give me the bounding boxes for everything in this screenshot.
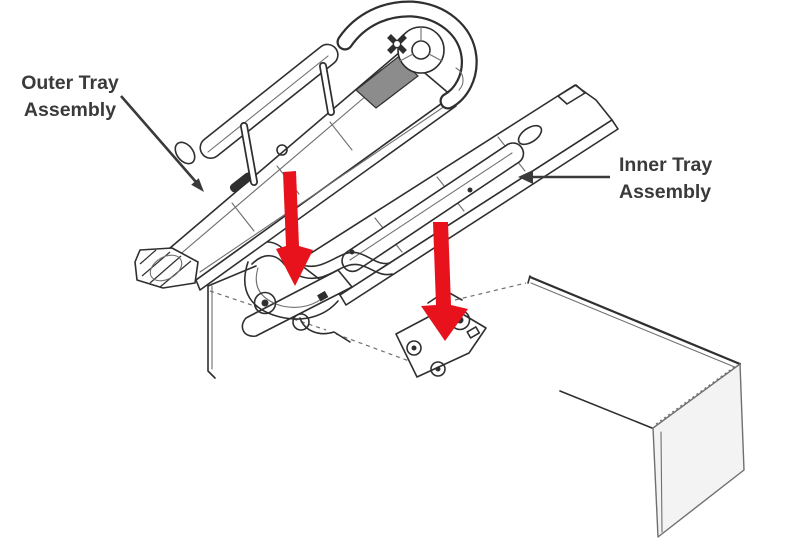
outer-tray-end-cap xyxy=(134,247,199,289)
end-cap-hatch-4 xyxy=(139,249,157,265)
outer-tray-strut-1-face xyxy=(241,123,257,185)
inner-tray-tab xyxy=(557,84,586,105)
chassis-hidden-rim xyxy=(454,282,527,301)
chassis-front-panel xyxy=(652,363,745,538)
cradle-roller-center xyxy=(261,299,269,307)
insertion-arrows xyxy=(276,171,468,341)
inner-tray-dot-2 xyxy=(467,187,473,193)
inner-tray-label-line2: Assembly xyxy=(619,181,711,203)
cradle-clip xyxy=(317,290,329,302)
cradle-roller xyxy=(253,291,277,315)
outer-tray-label-line2: Assembly xyxy=(24,99,116,121)
outer-tray-leader-arrowhead xyxy=(191,178,204,192)
outer-tray-assembly xyxy=(134,0,478,291)
inner-tray-callout: Inner Tray Assembly xyxy=(518,154,712,203)
chassis-right-rim-inner xyxy=(530,282,738,369)
latch-bolt-1 xyxy=(406,340,422,356)
latch-tab xyxy=(466,326,481,339)
inner-tray-slot xyxy=(517,124,543,146)
cradle-bowl-inner xyxy=(255,267,327,308)
insert-arrow-outer xyxy=(276,171,313,286)
outer-tray-strut-2-face xyxy=(320,63,334,115)
outer-tray-dark-window xyxy=(355,56,419,109)
latch-bolt-2 xyxy=(430,361,446,377)
outer-tray-leader-line xyxy=(120,95,197,183)
end-cap-oval xyxy=(149,254,183,282)
inner-tray-assembly xyxy=(241,84,619,343)
outer-tray-near-line xyxy=(199,103,449,273)
outer-tray-knob xyxy=(276,144,288,156)
outer-tray-arm-line xyxy=(207,55,329,153)
insert-arrow-inner xyxy=(421,222,468,341)
outer-tray-arm-cap xyxy=(174,141,196,165)
outer-tray-rib-3 xyxy=(329,121,353,151)
cradle-curve-top xyxy=(249,241,391,268)
outer-tray-pill xyxy=(229,172,253,193)
cradle-foot xyxy=(299,317,351,343)
outer-tray-arm xyxy=(199,43,339,159)
chassis-left-edge xyxy=(207,285,216,379)
cradle-curve-mid xyxy=(251,254,393,280)
outer-tray-drum-spokes xyxy=(399,26,443,62)
inner-tray-label-line1: Inner Tray xyxy=(619,154,712,176)
inner-tray-cradle xyxy=(244,241,393,343)
end-cap-hatch-2 xyxy=(149,255,182,284)
latch-bolt-2-center xyxy=(435,366,441,372)
chassis-panel-line xyxy=(660,431,663,533)
outer-tray-label-line1: Outer Tray xyxy=(21,72,119,94)
latch-bolt-1-center xyxy=(411,345,417,351)
chassis-right-rim xyxy=(528,275,742,366)
chassis-panel-hatch xyxy=(655,364,738,425)
inner-tray-leader-arrowhead xyxy=(518,170,533,184)
base-chassis xyxy=(207,265,745,538)
outer-tray-clamp-center xyxy=(394,41,400,47)
outer-tray-rib-1 xyxy=(231,202,255,232)
cradle-bowl-outer xyxy=(244,261,339,320)
inner-tray-tongue xyxy=(241,269,353,337)
outer-tray-hook-face xyxy=(338,2,476,108)
inner-tray-rail-line xyxy=(349,152,513,261)
outer-tray-callout: Outer Tray Assembly xyxy=(21,72,204,192)
outer-tray-hook-detail xyxy=(455,67,464,91)
cradle-roller-small xyxy=(292,313,310,331)
chassis-back-rim xyxy=(207,265,257,287)
chassis-front-rim xyxy=(559,390,653,429)
